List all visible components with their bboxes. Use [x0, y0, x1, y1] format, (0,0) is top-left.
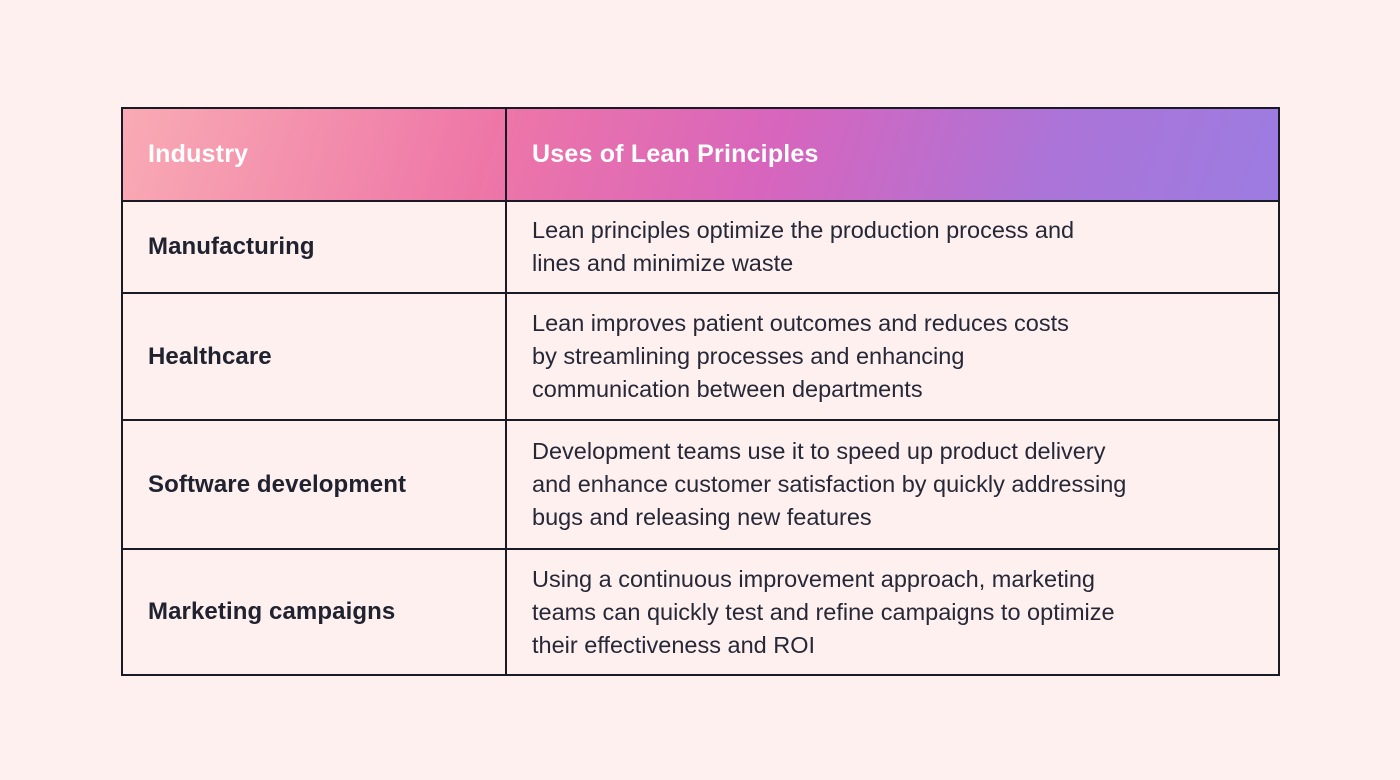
industry-cell-healthcare: Healthcare	[121, 292, 507, 421]
column-header-uses-label: Uses of Lean Principles	[532, 140, 819, 168]
use-cell-marketing-campaigns: Using a continuous improvement approach,…	[505, 548, 1280, 676]
industry-cell-marketing-campaigns: Marketing campaigns	[121, 548, 507, 676]
column-header-industry: Industry	[121, 107, 507, 202]
lean-principles-table-container: Industry Uses of Lean Principles Manufac…	[121, 107, 1280, 676]
table-row: Marketing campaigns Using a continuous i…	[121, 548, 1280, 676]
table-row: Software development Development teams u…	[121, 419, 1280, 550]
use-cell-healthcare: Lean improves patient outcomes and reduc…	[505, 292, 1280, 421]
column-header-industry-label: Industry	[148, 140, 249, 168]
table-row: Healthcare Lean improves patient outcome…	[121, 292, 1280, 421]
use-cell-software-development: Development teams use it to speed up pro…	[505, 419, 1280, 550]
table-row: Manufacturing Lean principles optimize t…	[121, 200, 1280, 294]
industry-cell-manufacturing: Manufacturing	[121, 200, 507, 294]
use-cell-manufacturing: Lean principles optimize the production …	[505, 200, 1280, 294]
table-header-row: Industry Uses of Lean Principles	[121, 107, 1280, 202]
lean-principles-table: Industry Uses of Lean Principles Manufac…	[121, 107, 1280, 676]
column-header-uses: Uses of Lean Principles	[505, 107, 1280, 202]
industry-cell-software-development: Software development	[121, 419, 507, 550]
